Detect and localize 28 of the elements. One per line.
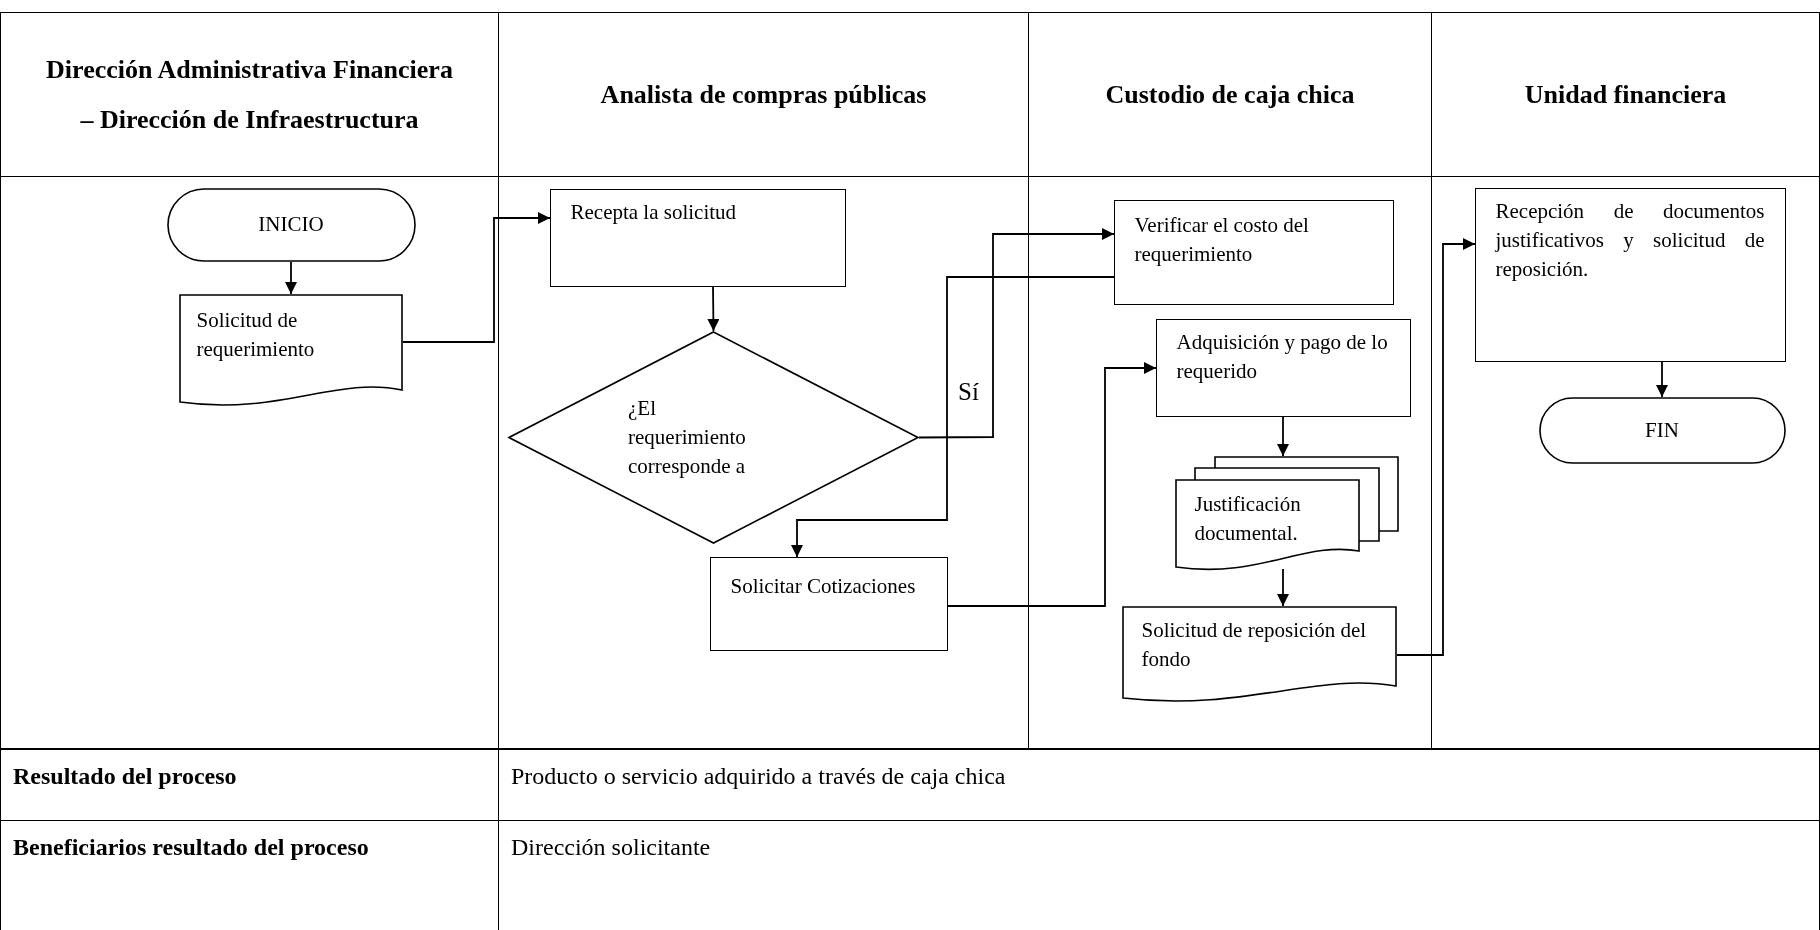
arrow: [918, 228, 1115, 439]
arrow: [285, 261, 297, 295]
arrow: [1396, 238, 1476, 656]
process-box: Recepta la solicitud: [549, 188, 846, 287]
arrow: [1277, 568, 1289, 607]
decision-diamond: ¿El requerimiento corresponde a: [507, 330, 919, 544]
row-heading: Resultado del proceso: [0, 749, 499, 821]
lane-header: Unidad financiera: [1432, 13, 1819, 177]
arrow: [1656, 361, 1668, 398]
swimlane: [498, 12, 1029, 749]
arrow: [791, 276, 1115, 558]
terminal-shape: FIN: [1538, 396, 1786, 464]
process-box: Verificar el costo del requerimiento: [1113, 199, 1394, 305]
lane-header: Custodio de caja chica: [1029, 13, 1431, 177]
arrow: [947, 362, 1157, 607]
arrow: [707, 286, 720, 332]
lane-header: Analista de compras públicas: [499, 13, 1028, 177]
terminal-shape: INICIO: [166, 187, 416, 262]
swimlane: [1028, 12, 1432, 749]
process-box: Solicitar Cotizaciones: [709, 556, 948, 651]
swimlane: [0, 12, 499, 749]
process-box: Adquisición y pago de lo requerido: [1155, 318, 1411, 417]
arrow: [402, 212, 551, 343]
lane-header: Dirección Administrativa Financiera – Dirección de Infraestructura: [1, 13, 498, 177]
process-box: Recepción de documentos justificativos y solicitud de reposición.: [1474, 187, 1786, 362]
row-value: Producto o servicio adquirido a través de caja chica: [498, 749, 1820, 821]
swimlane: [1431, 12, 1820, 749]
arrow: [1277, 416, 1289, 457]
